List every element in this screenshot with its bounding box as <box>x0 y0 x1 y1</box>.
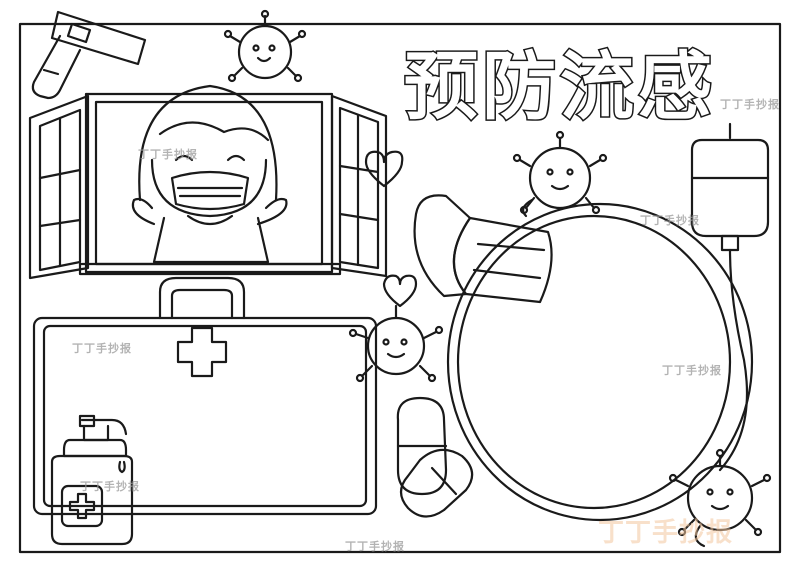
iv-bag-icon <box>690 122 770 472</box>
heart-icon <box>382 274 418 308</box>
thermometer-gun-icon <box>31 10 147 100</box>
poster-border <box>18 22 782 554</box>
round-frame <box>446 202 754 522</box>
sanitizer-bottle-icon <box>50 414 134 546</box>
girl-with-mask-icon <box>131 84 288 264</box>
medical-kit-icon <box>32 276 378 516</box>
heart-icon <box>364 150 404 188</box>
watermark: 丁丁手抄报 <box>72 342 132 355</box>
window-icon <box>28 92 388 280</box>
virus-icon <box>223 9 307 83</box>
watermark-logo: 丁丁手抄报 <box>598 518 734 548</box>
watermark: 丁丁手抄报 <box>345 540 405 553</box>
watermark: 丁丁手抄报 <box>720 98 780 111</box>
virus-icon <box>348 304 444 383</box>
face-mask-icon <box>413 194 553 304</box>
watermark: 丁丁手抄报 <box>640 214 700 227</box>
watermark: 丁丁手抄报 <box>138 148 198 161</box>
cross-icon <box>176 326 228 378</box>
virus-icon <box>512 130 608 218</box>
watermark: 丁丁手抄报 <box>80 480 140 493</box>
watermark: 丁丁手抄报 <box>662 364 722 377</box>
virus-icon <box>668 448 772 548</box>
poster-title: 预防流感 <box>404 44 716 130</box>
capsule-icon <box>396 396 474 518</box>
